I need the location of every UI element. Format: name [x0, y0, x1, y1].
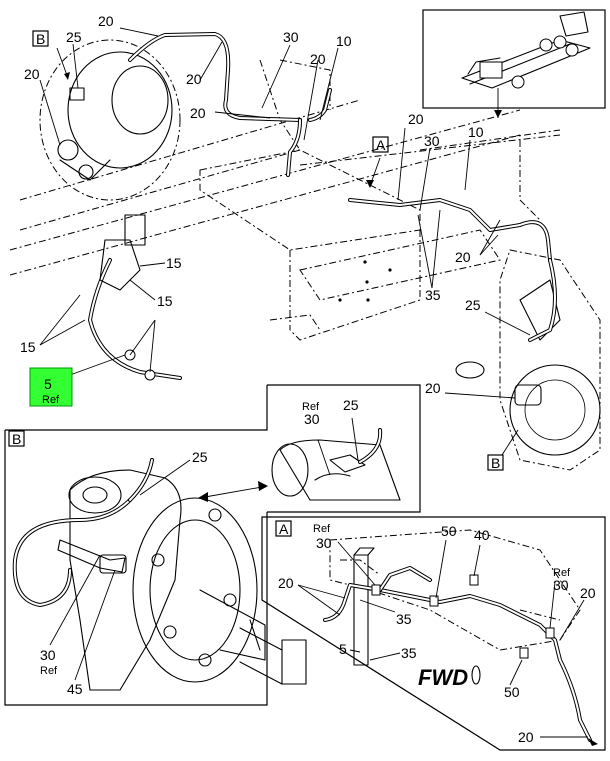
callout-a-main: A	[376, 137, 386, 153]
callout-b-lower: B	[491, 455, 500, 471]
a-ref-2: Ref	[553, 567, 571, 579]
a-20-left: 20	[278, 575, 294, 591]
a-ref-1: Ref	[313, 523, 331, 535]
a-5: 5	[339, 641, 347, 657]
leader-lines-main	[39, 27, 531, 456]
main-assembly: B 25 20 20 20 20 30 10 20 A 20 30 10 20 …	[9, 13, 601, 471]
brake-assembly-left	[39, 39, 181, 201]
detail-a-label: A	[279, 521, 289, 537]
ref-tag-ref: Ref	[42, 394, 60, 406]
a-30-2: 30	[553, 577, 569, 593]
callout-30-top: 30	[283, 29, 299, 45]
detail-a: A FWD Ref	[261, 516, 606, 751]
a-40: 40	[474, 527, 490, 543]
detail-b: B 25 30 Ref 45	[4, 385, 307, 706]
arrow-double-icon	[198, 481, 268, 502]
callout-20-left: 20	[24, 66, 40, 82]
a-30-1: 30	[316, 535, 332, 551]
b-detail-45: 45	[67, 681, 83, 697]
callout-15-left: 15	[20, 339, 36, 355]
detail-sensor-view: Ref 30 25	[198, 384, 421, 513]
detail-ref-label: Ref	[302, 401, 320, 413]
callout-20-left2: 20	[190, 105, 206, 121]
detail-30: 30	[304, 411, 320, 427]
callout-30-right-upper: 30	[424, 133, 440, 149]
callout-35-right: 35	[425, 287, 441, 303]
callout-20-top: 20	[98, 13, 114, 29]
fwd-label: FWD	[418, 665, 468, 690]
callout-20-mid: 20	[186, 71, 202, 87]
callout-25-top: 25	[66, 29, 82, 45]
callout-10-right: 10	[468, 124, 484, 140]
detail-25: 25	[343, 397, 359, 413]
brake-assembly-right	[455, 249, 601, 471]
b-detail-ref: Ref	[40, 665, 58, 677]
a-20-right: 20	[580, 585, 596, 601]
ref-tag-number: 5	[44, 376, 52, 392]
truck-chassis-locator-icon	[461, 11, 591, 89]
locator-inset	[422, 9, 606, 118]
callout-25-right: 25	[465, 297, 481, 313]
a-50-1: 50	[441, 523, 457, 539]
a-35-1: 35	[396, 611, 412, 627]
callout-b-top: B	[36, 31, 45, 47]
callout-10-top: 10	[336, 33, 352, 49]
detail-b-label: B	[12, 431, 21, 447]
callout-20-center: 20	[310, 51, 326, 67]
fwd-arrow-icon: FWD	[418, 665, 481, 690]
b-detail-30: 30	[40, 647, 56, 663]
ref-tag: 5 Ref	[29, 367, 73, 407]
callout-20-right: 20	[455, 249, 471, 265]
callout-15-upper: 15	[166, 255, 182, 271]
a-35-2: 35	[401, 645, 417, 661]
callout-20-right-upper: 20	[408, 111, 424, 127]
a-50-2: 50	[504, 684, 520, 700]
callout-15-lower: 15	[157, 293, 173, 309]
a-20-bottom: 20	[518, 729, 534, 745]
callout-20-lower-right: 20	[425, 380, 441, 396]
b-detail-25: 25	[192, 449, 208, 465]
